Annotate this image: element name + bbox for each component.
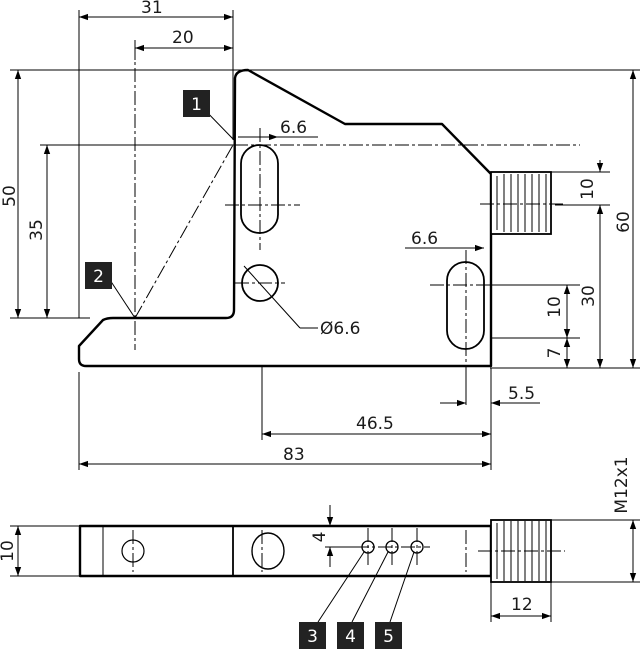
dim-31: 31 (141, 0, 163, 18)
dim-20: 20 (172, 28, 194, 48)
dim-7: 7 (545, 348, 565, 359)
svg-text:1: 1 (191, 95, 202, 115)
svg-text:4: 4 (345, 627, 356, 647)
dim-6-6-upper: 6.6 (280, 118, 307, 138)
side-view (10, 505, 640, 623)
svg-text:2: 2 (93, 267, 104, 287)
dim-60: 60 (614, 211, 634, 233)
dim-thread: M12x1 (612, 456, 632, 513)
dim-side-10: 10 (0, 540, 18, 562)
dim-10-lower: 10 (545, 296, 565, 318)
dim-hole-diameter: Ø6.6 (320, 319, 360, 339)
side-body-outline (78, 524, 493, 578)
dim-6-6-lower: 6.6 (411, 229, 438, 249)
front-connector (480, 171, 565, 235)
svg-text:5: 5 (383, 627, 394, 647)
sensor-body-outline (77, 68, 493, 368)
dim-10-upper: 10 (578, 178, 598, 200)
callout-3: 3 (299, 622, 326, 649)
callout-5: 5 (375, 622, 402, 649)
dim-83: 83 (283, 445, 305, 465)
dim-12: 12 (511, 595, 533, 615)
callout-4: 4 (337, 622, 364, 649)
dim-35: 35 (27, 219, 47, 241)
dim-50: 50 (0, 185, 20, 207)
dim-5-5: 5.5 (508, 384, 535, 404)
dim-30: 30 (579, 285, 599, 307)
callout-1: 1 (183, 90, 210, 117)
dim-side-4: 4 (310, 532, 330, 543)
front-view (10, 10, 640, 470)
side-connector (478, 519, 565, 583)
dim-46-5: 46.5 (356, 414, 394, 434)
callout-2: 2 (85, 262, 112, 289)
svg-text:3: 3 (307, 627, 318, 647)
